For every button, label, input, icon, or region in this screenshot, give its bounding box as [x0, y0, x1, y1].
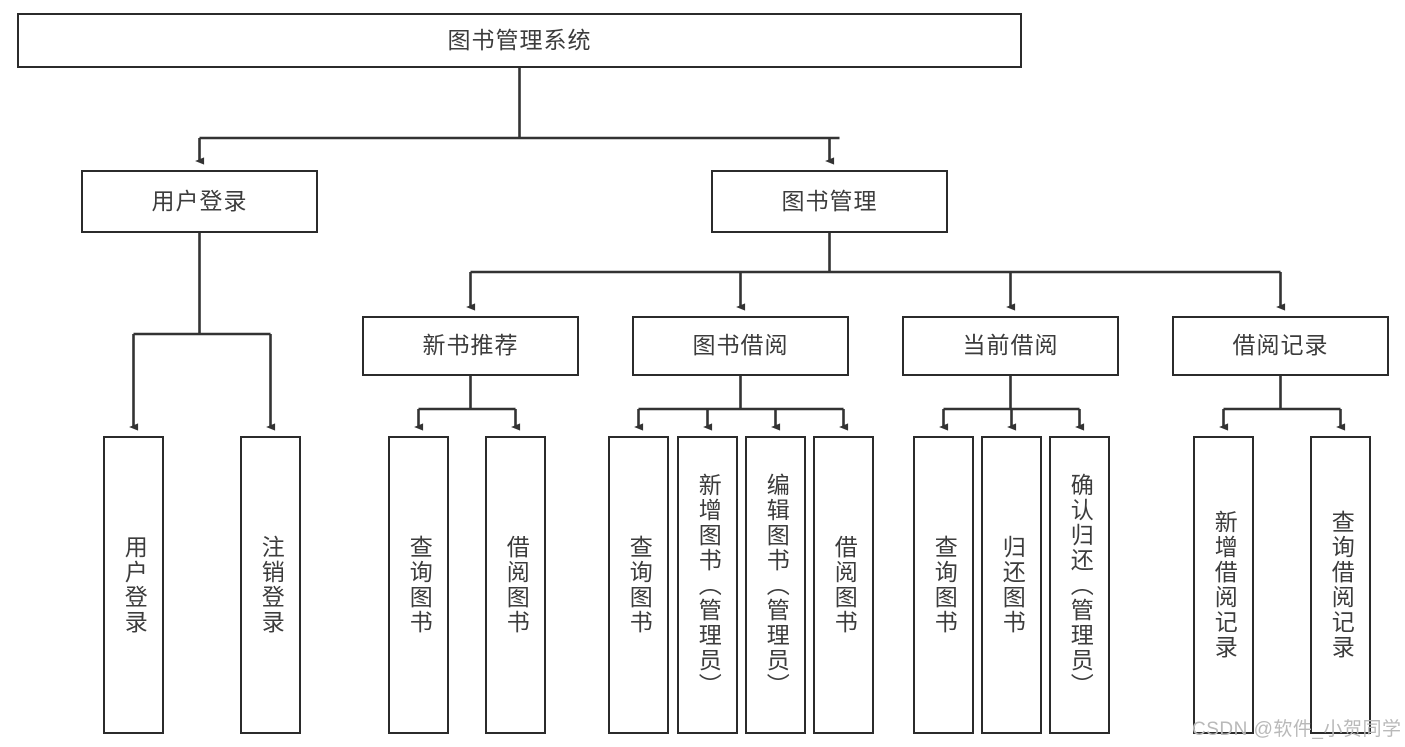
leaf-user-login[interactable]: 用户登录: [103, 436, 164, 734]
leaf-add-book-admin[interactable]: 新增图书（管理员）: [677, 436, 738, 734]
leaf-query-book-current[interactable]: 查询图书: [913, 436, 974, 734]
leaf-borrow-book-label: 借阅图书: [831, 535, 858, 635]
leaf-add-borrow-record-label: 新增借阅记录: [1211, 510, 1238, 660]
leaf-add-borrow-record[interactable]: 新增借阅记录: [1193, 436, 1254, 734]
leaf-user-logout[interactable]: 注销登录: [240, 436, 301, 734]
leaf-user-login-label: 用户登录: [121, 535, 148, 635]
node-book-management[interactable]: 图书管理: [711, 170, 948, 233]
leaf-edit-book-admin[interactable]: 编辑图书（管理员）: [745, 436, 806, 734]
leaf-return-book[interactable]: 归还图书: [981, 436, 1042, 734]
node-book-borrow-label: 图书借阅: [692, 332, 789, 359]
leaf-query-book-borrow-label: 查询图书: [626, 535, 653, 635]
node-book-borrow[interactable]: 图书借阅: [632, 316, 849, 376]
leaf-edit-book-admin-label: 编辑图书（管理员）: [763, 472, 790, 698]
leaf-query-borrow-record[interactable]: 查询借阅记录: [1310, 436, 1371, 734]
node-root-label: 图书管理系统: [447, 26, 592, 53]
leaf-confirm-return-admin[interactable]: 确认归还（管理员）: [1049, 436, 1110, 734]
node-root[interactable]: 图书管理系统: [17, 13, 1022, 68]
node-borrow-records[interactable]: 借阅记录: [1172, 316, 1389, 376]
node-current-borrow-label: 当前借阅: [962, 332, 1059, 359]
leaf-add-book-admin-label: 新增图书（管理员）: [695, 472, 722, 698]
node-new-book-recommend-label: 新书推荐: [422, 332, 519, 359]
leaf-query-book-current-label: 查询图书: [931, 535, 958, 635]
leaf-return-book-label: 归还图书: [999, 535, 1026, 635]
leaf-user-logout-label: 注销登录: [258, 535, 285, 635]
csdn-watermark: CSDN @软件_小贺同学: [1192, 719, 1402, 740]
leaf-query-book-new[interactable]: 查询图书: [388, 436, 449, 734]
leaf-query-book-borrow[interactable]: 查询图书: [608, 436, 669, 734]
leaf-borrow-book[interactable]: 借阅图书: [813, 436, 874, 734]
leaf-query-book-new-label: 查询图书: [406, 535, 433, 635]
node-current-borrow[interactable]: 当前借阅: [902, 316, 1119, 376]
leaf-borrow-book-new[interactable]: 借阅图书: [485, 436, 546, 734]
node-new-book-recommend[interactable]: 新书推荐: [362, 316, 579, 376]
node-borrow-records-label: 借阅记录: [1232, 332, 1329, 359]
leaf-borrow-book-new-label: 借阅图书: [503, 535, 530, 635]
node-user-login-label: 用户登录: [151, 187, 248, 214]
leaf-query-borrow-record-label: 查询借阅记录: [1328, 510, 1355, 660]
leaf-confirm-return-admin-label: 确认归还（管理员）: [1067, 472, 1094, 698]
node-book-management-label: 图书管理: [781, 187, 878, 214]
node-user-login[interactable]: 用户登录: [81, 170, 318, 233]
